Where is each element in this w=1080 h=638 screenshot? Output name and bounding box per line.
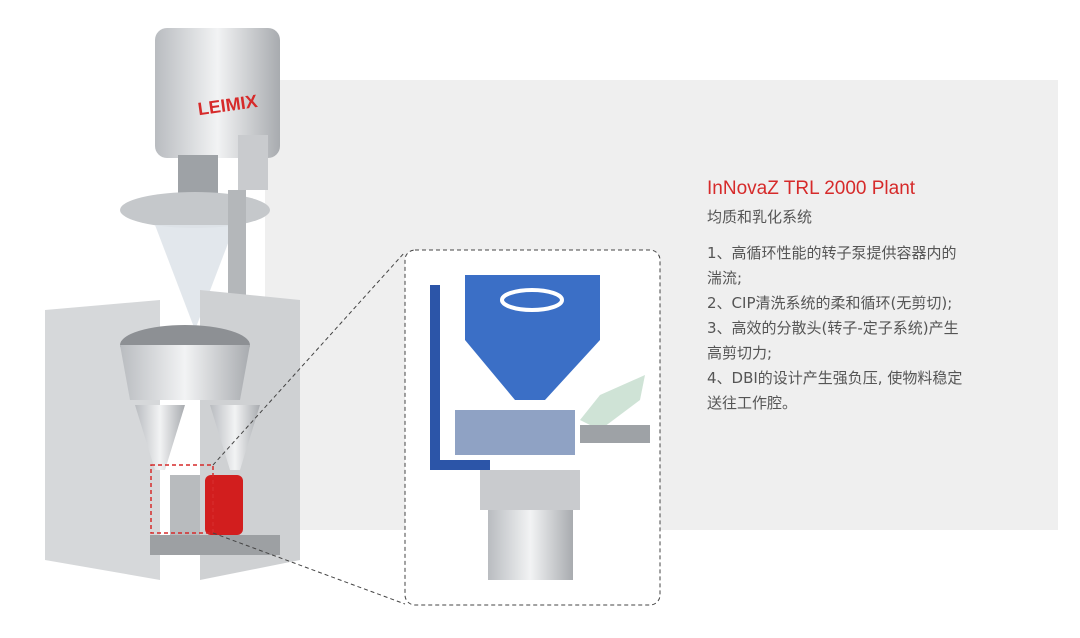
- feature-line: 4、DBI的设计产生强负压, 使物料稳定: [707, 369, 963, 387]
- product-subtitle: 均质和乳化系统: [707, 208, 813, 226]
- feature-line: 送往工作腔。: [707, 394, 798, 412]
- feature-line: 2、CIP清洗系统的柔和循环(无剪切);: [707, 294, 953, 312]
- cutaway-detail: [404, 249, 661, 606]
- feature-line: 3、高效的分散头(转子-定子系统)产生: [707, 319, 959, 337]
- feature-line: 1、高循环性能的转子泵提供容器内的: [707, 244, 957, 262]
- mixer-machine: LEIMIX: [45, 28, 406, 605]
- product-title: InNovaZ TRL 2000 Plant: [707, 178, 916, 199]
- product-description: InNovaZ TRL 2000 Plant 均质和乳化系统 1、高循环性能的转…: [707, 178, 962, 416]
- background-panel: [265, 80, 1058, 530]
- feature-line: 高剪切力;: [707, 344, 773, 362]
- feature-line: 湍流;: [707, 269, 743, 287]
